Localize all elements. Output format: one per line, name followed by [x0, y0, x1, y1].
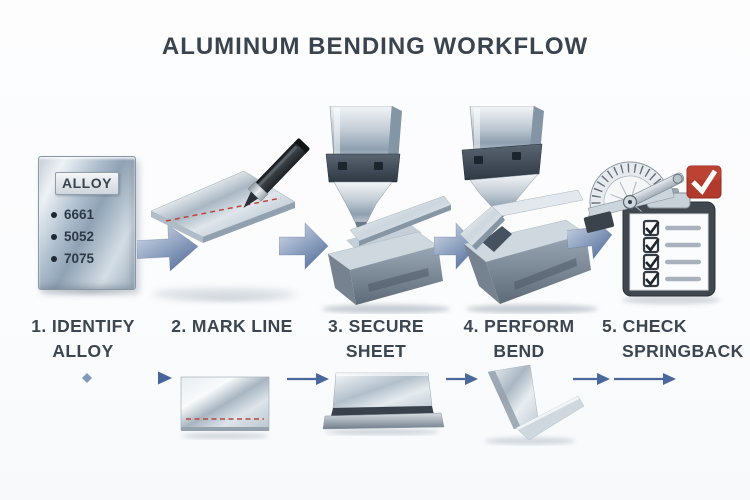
flow-line-arrow-icon — [50, 371, 172, 385]
step-label-mark-line: 2. MARK LINE — [168, 314, 296, 339]
soft-shadow — [36, 286, 140, 296]
chevron-arrow-icon — [137, 224, 199, 272]
diamond-marker-icon — [82, 373, 92, 383]
step-label-line: SPRINGBACK — [622, 341, 744, 361]
alloy-list: 6661 5052 7075 — [39, 204, 135, 270]
step-label-line: ALLOY — [52, 341, 114, 361]
alloy-plate-icon: ALLOY 6661 5052 7075 — [38, 156, 136, 290]
bullet-icon — [51, 234, 57, 240]
mini-bent-sheet-icon — [485, 364, 585, 445]
mini-clamped-sheet-icon — [322, 372, 445, 435]
mini-marked-sheet-icon — [180, 376, 270, 439]
step-label-line: 5. CHECK — [602, 316, 687, 336]
step-label-line: 4. PERFORM — [463, 316, 575, 336]
flow-line-arrow-icon — [614, 373, 712, 385]
marked-line — [165, 197, 282, 222]
press-brake-secure-icon — [322, 106, 452, 314]
alloy-list-item: 7075 — [51, 248, 135, 270]
protractor-icon — [583, 161, 685, 233]
step-label-line: 1. IDENTIFY — [31, 316, 135, 336]
bullet-icon — [51, 212, 57, 218]
alloy-list-item: 5052 — [51, 226, 135, 248]
step-label-identify-alloy: 1. IDENTIFY ALLOY — [18, 314, 148, 364]
step-label-secure-sheet: 3. SECURE SHEET — [318, 314, 434, 364]
page-title: ALUMINUM BENDING WORKFLOW — [161, 33, 589, 60]
alloy-number: 7075 — [64, 251, 95, 266]
marker-pen-icon — [243, 138, 310, 208]
press-brake-bend-icon — [459, 106, 598, 314]
alloy-number: 6661 — [64, 207, 95, 222]
marker-pen-sheet-icon — [150, 138, 310, 299]
step-label-line: 2. MARK LINE — [171, 316, 293, 336]
flow-line-arrow-icon — [287, 373, 329, 385]
step-label-line: SHEET — [345, 341, 407, 361]
alloy-number: 5052 — [64, 229, 95, 244]
step-label-check-springback: 5. CHECK SPRINGBACK — [602, 314, 748, 364]
clipboard-icon — [622, 188, 716, 297]
flow-line-arrow-icon — [573, 373, 610, 385]
flow-line-arrow-icon — [446, 373, 478, 385]
alloy-list-item: 6661 — [51, 204, 135, 226]
check-badge-icon — [686, 165, 722, 199]
alloy-plaque-label: ALLOY — [55, 172, 119, 195]
chevron-arrow-icon — [279, 222, 329, 270]
step-label-line: 3. SECURE — [328, 316, 424, 336]
step-label-perform-bend: 4. PERFORM BEND — [460, 314, 578, 364]
bullet-icon — [51, 256, 57, 262]
step-label-line: BEND — [493, 341, 545, 361]
protractor-checklist-icon — [583, 161, 722, 304]
soft-shadow — [160, 295, 300, 303]
